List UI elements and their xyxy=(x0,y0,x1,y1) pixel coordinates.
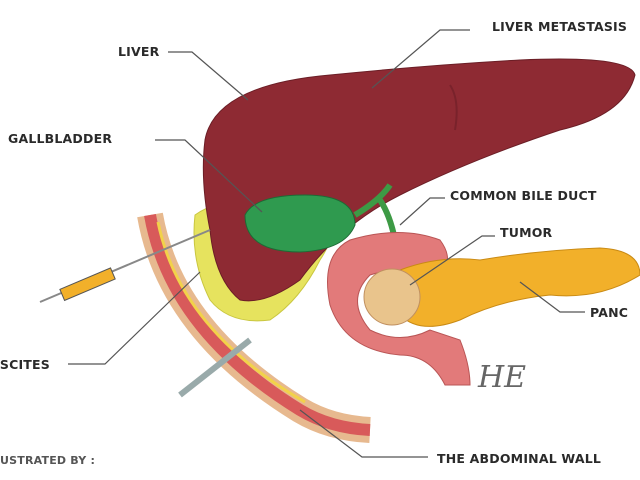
leader-lines xyxy=(68,29,585,458)
label-liver-metastasis: LIVER METASTASIS xyxy=(492,19,628,34)
artist-signature: HE xyxy=(478,360,527,395)
syringe xyxy=(39,229,211,303)
label-tumor: TUMOR xyxy=(500,225,553,240)
label-gallbladder: GALLBLADDER xyxy=(8,131,113,146)
label-pancreas: PANC xyxy=(590,305,629,320)
gallbladder xyxy=(244,194,356,253)
illustrator-credit: USTRATED BY : xyxy=(0,454,96,467)
label-common-bile-duct: COMMON BILE DUCT xyxy=(450,188,597,203)
tumor xyxy=(363,268,421,326)
label-liver: LIVER xyxy=(118,44,160,59)
drain-tube xyxy=(178,337,252,398)
label-ascites: ASCITES xyxy=(0,357,50,372)
label-abdominal-wall: THE ABDOMINAL WALL xyxy=(437,451,602,466)
